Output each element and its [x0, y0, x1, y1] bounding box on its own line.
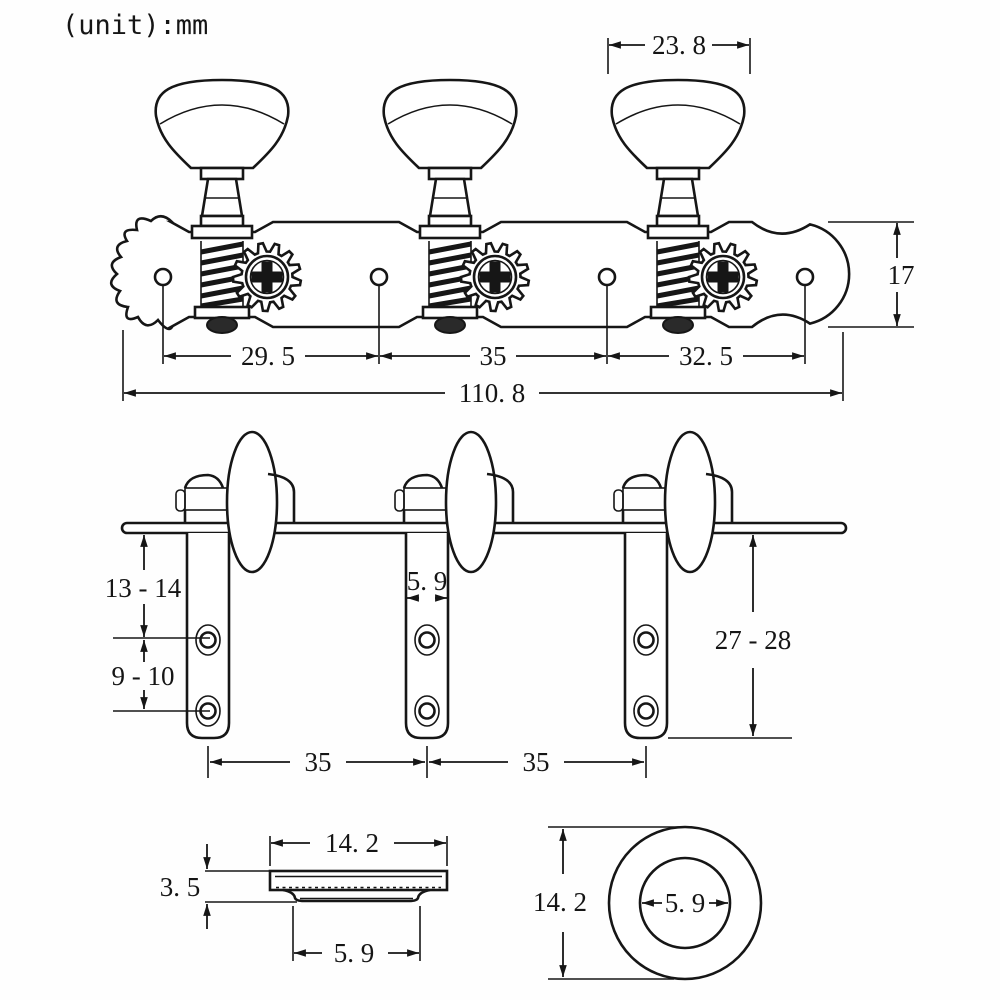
svg-text:110. 8: 110. 8	[459, 378, 526, 408]
plate-hole-4	[795, 267, 815, 287]
svg-text:9 - 10: 9 - 10	[112, 661, 175, 691]
plate-hole-1	[153, 267, 173, 287]
dim-post-width: 5. 9	[407, 566, 448, 602]
bushing-profile-view: 14. 2 3. 5 5. 9	[160, 828, 449, 968]
bushing-face-view: 14. 2 5. 9	[533, 825, 763, 981]
svg-text:13 - 14: 13 - 14	[105, 573, 182, 603]
dim-washer-outer-diameter: 14. 2	[533, 826, 692, 980]
svg-text:35: 35	[305, 747, 332, 777]
dim-overall-length: 110. 8	[122, 330, 844, 408]
dim-plate-height: 17	[828, 221, 915, 328]
dim-bushing-flange-width: 14. 2	[269, 828, 448, 866]
svg-text:14. 2: 14. 2	[533, 887, 587, 917]
dim-plate-to-first-hole: 13 - 14	[105, 535, 182, 637]
dim-bushing-boss-width: 5. 9	[292, 906, 421, 968]
svg-text:29. 5: 29. 5	[241, 341, 295, 371]
svg-text:27 - 28: 27 - 28	[715, 625, 792, 655]
dim-washer-bore-diameter: 5. 9	[642, 888, 728, 918]
dim-knob-width: 23. 8	[607, 30, 751, 74]
side-station-3	[612, 430, 734, 740]
svg-text:14. 2: 14. 2	[325, 828, 379, 858]
dim-post-length: 27 - 28	[668, 535, 792, 739]
svg-text:35: 35	[523, 747, 550, 777]
dim-hole-pitch-2: 35	[380, 341, 606, 371]
svg-text:23. 8: 23. 8	[652, 30, 706, 60]
side-view: 13 - 14 9 - 10 5. 9 27 - 28 35	[105, 430, 848, 778]
dim-between-holes: 9 - 10	[112, 640, 175, 709]
front-view: 23. 8 17 29. 5 35 32. 5	[109, 30, 915, 408]
svg-text:5. 9: 5. 9	[407, 566, 448, 596]
svg-text:5. 9: 5. 9	[334, 938, 375, 968]
bushing-bore-circle	[638, 856, 732, 950]
svg-text:35: 35	[480, 341, 507, 371]
plate-hole-3	[597, 267, 617, 287]
dim-post-pitch-right: 35	[429, 747, 644, 777]
plate-hole-2	[369, 267, 389, 287]
dim-hole-pitch-1: 29. 5	[164, 341, 378, 371]
svg-text:5. 9: 5. 9	[665, 888, 706, 918]
dim-post-pitch-left: 35	[210, 747, 425, 777]
unit-label: (unit):mm	[62, 10, 208, 41]
dim-bushing-height: 3. 5	[160, 844, 297, 929]
svg-text:17: 17	[888, 260, 915, 290]
svg-text:3. 5: 3. 5	[160, 872, 201, 902]
svg-text:32. 5: 32. 5	[679, 341, 733, 371]
dim-hole-pitch-3: 32. 5	[608, 341, 804, 371]
bushing-boss	[282, 888, 431, 903]
side-station-1	[174, 430, 296, 740]
